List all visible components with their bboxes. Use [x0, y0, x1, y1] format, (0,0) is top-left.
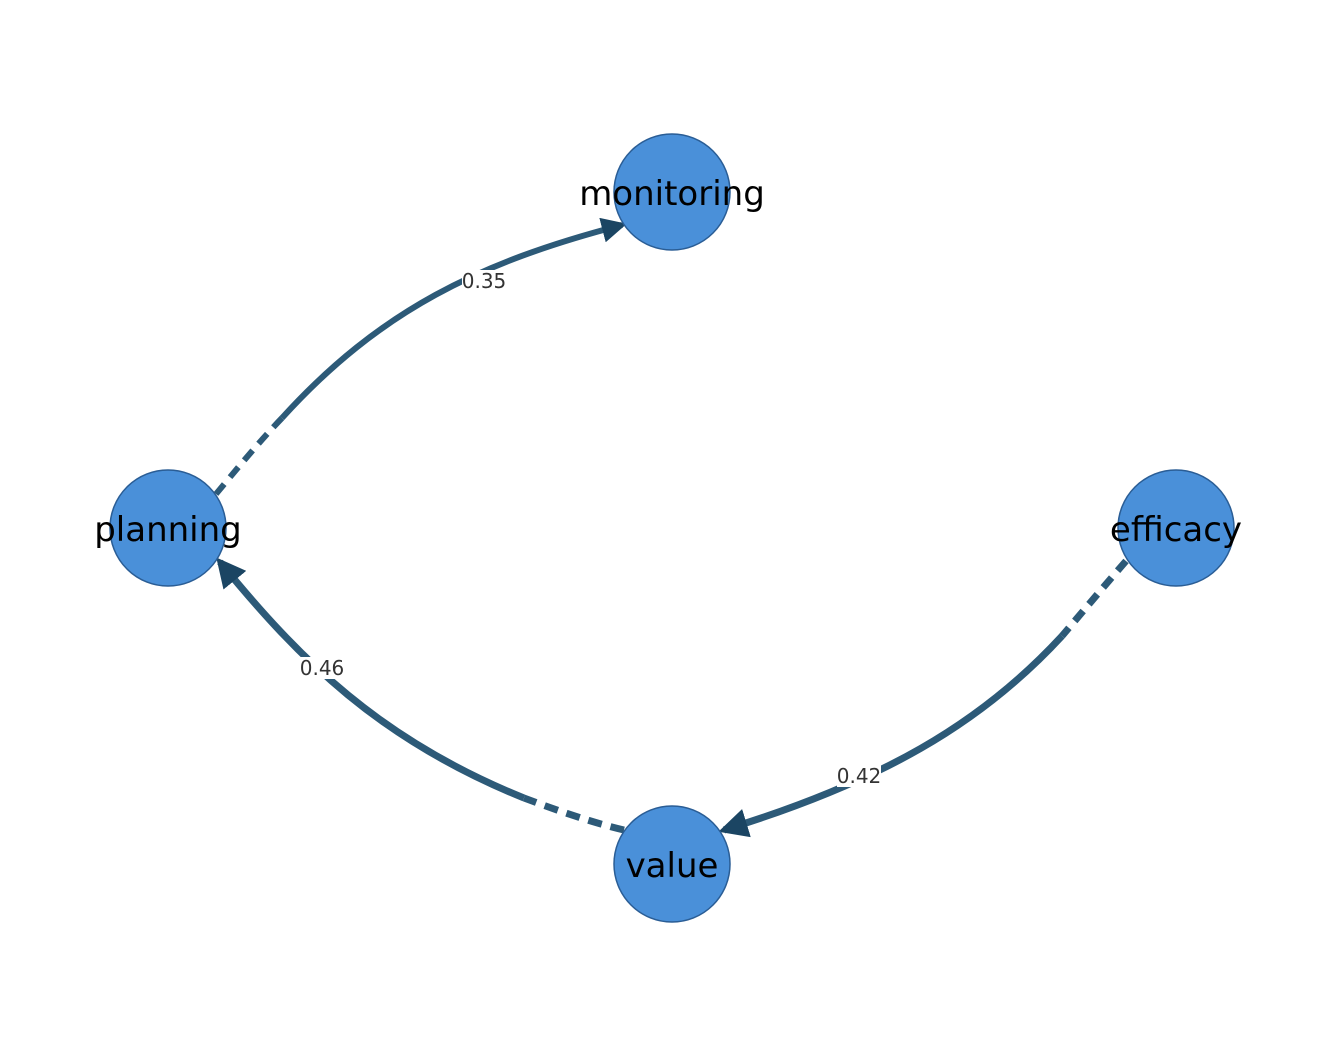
edge-label-planning-monitoring: 0.35 — [462, 269, 507, 293]
edges-layer — [213, 217, 1129, 838]
node-circle — [1117, 469, 1235, 587]
edge-path-dashed — [522, 794, 625, 834]
edge-weight-label: 0.42 — [837, 764, 882, 788]
edge-labels-layer: 0.35 0.46 0.42 — [300, 269, 882, 788]
node-label: efficacy — [1110, 510, 1242, 550]
edge-efficacy-value — [718, 558, 1129, 838]
node-monitoring[interactable]: monitoring — [579, 133, 765, 251]
edge-path — [216, 557, 526, 802]
edge-planning-monitoring — [213, 217, 627, 496]
node-efficacy[interactable]: efficacy — [1110, 469, 1242, 587]
node-circle — [613, 133, 731, 251]
node-circle — [109, 469, 227, 587]
edge-path — [718, 633, 1065, 838]
nodes-layer: monitoring planning efficacy value — [94, 133, 1242, 923]
node-value[interactable]: value — [613, 805, 731, 923]
edge-label-value-planning: 0.46 — [300, 656, 345, 680]
edge-path-dashed — [1059, 558, 1129, 639]
node-circle — [613, 805, 731, 923]
node-label: value — [626, 846, 719, 886]
edge-weight-label: 0.35 — [462, 269, 507, 293]
edge-path — [279, 217, 627, 421]
node-label: planning — [94, 510, 242, 550]
node-label: monitoring — [579, 174, 765, 214]
edge-label-efficacy-value: 0.42 — [837, 764, 882, 788]
edge-value-planning — [216, 557, 625, 834]
node-planning[interactable]: planning — [94, 469, 242, 587]
edge-path-dashed — [213, 415, 285, 496]
edge-weight-label: 0.46 — [300, 656, 345, 680]
